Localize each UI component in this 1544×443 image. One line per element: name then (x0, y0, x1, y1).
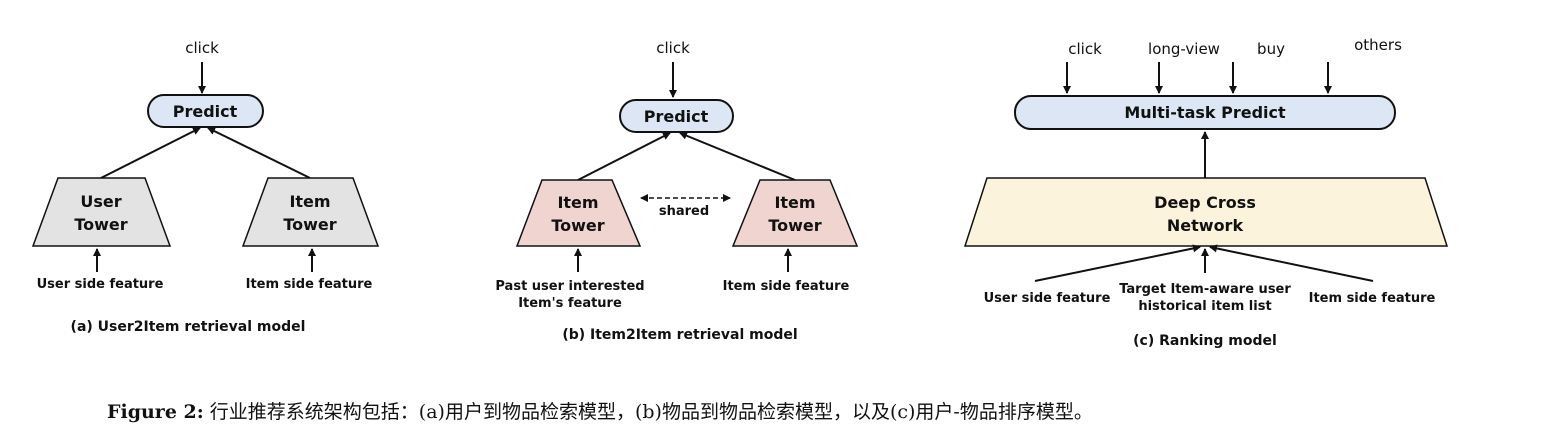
target-click: click (656, 39, 690, 57)
item-tower-label: Tower (283, 215, 336, 234)
caption-a: (a) User2Item retrieval model (71, 319, 306, 335)
predict-node (619, 99, 734, 133)
deep-cross-network (963, 177, 1449, 247)
user-input-label: User side feature (984, 291, 1111, 306)
user-input-label: User side feature (37, 277, 164, 292)
arrow (100, 127, 201, 179)
shared-label: shared (659, 204, 709, 219)
tower-label: Tower (768, 216, 821, 235)
caption-b: (b) Item2Item retrieval model (562, 327, 797, 343)
dcn-label: Deep Cross (1154, 193, 1256, 212)
item-input-label: Item side feature (723, 279, 850, 294)
tower-label: Tower (551, 216, 604, 235)
history-input-label: historical item list (1138, 299, 1271, 314)
history-input-label: Past user interested (495, 279, 644, 294)
dcn-label: Network (1167, 216, 1244, 235)
item-tower-right (731, 179, 859, 247)
predict-node (147, 94, 264, 128)
user-tower-label: User (80, 192, 121, 211)
panel-user2item: click Predict User Tower Item Tower User… (31, 39, 380, 335)
history-input-label: Target Item-aware user (1119, 282, 1291, 297)
caption-c: (c) Ranking model (1133, 333, 1277, 349)
target-click: click (185, 39, 219, 57)
tower-label: Item (557, 193, 598, 212)
panel-ranking: click long-view buy others Multi-task Pr… (963, 36, 1449, 349)
figure-caption: Figure 2: 行业推荐系统架构包括：(a)用户到物品检索模型，(b)物品到… (107, 397, 1093, 424)
history-input-label: Item's feature (518, 296, 622, 311)
arrow (1034, 244, 1201, 282)
target-buy: buy (1257, 40, 1285, 58)
arrow (1209, 244, 1374, 282)
multitask-predict-label: Multi-task Predict (1124, 103, 1286, 122)
item-tower (241, 177, 380, 247)
item-input-label: Item side feature (246, 277, 373, 292)
user-tower-label: Tower (74, 215, 127, 234)
item-tower-label: Item (289, 192, 330, 211)
arrow (577, 132, 671, 181)
panel-item2item: click Predict Item Tower Item Tower shar… (495, 39, 859, 343)
arrow (679, 131, 796, 181)
predict-label: Predict (644, 107, 709, 126)
figure-caption-text: 行业推荐系统架构包括：(a)用户到物品检索模型，(b)物品到物品检索模型，以及(… (203, 401, 1093, 423)
item-input-label: Item side feature (1309, 291, 1436, 306)
item-tower-left (515, 179, 642, 247)
figure-label: Figure 2: (107, 401, 204, 423)
multitask-predict-node (1014, 95, 1396, 130)
target-others: others (1354, 36, 1402, 54)
arrow (207, 127, 311, 179)
target-long-view: long-view (1148, 40, 1220, 58)
user-tower (31, 177, 172, 247)
target-click: click (1068, 40, 1102, 58)
predict-label: Predict (173, 102, 238, 121)
tower-label: Item (774, 193, 815, 212)
